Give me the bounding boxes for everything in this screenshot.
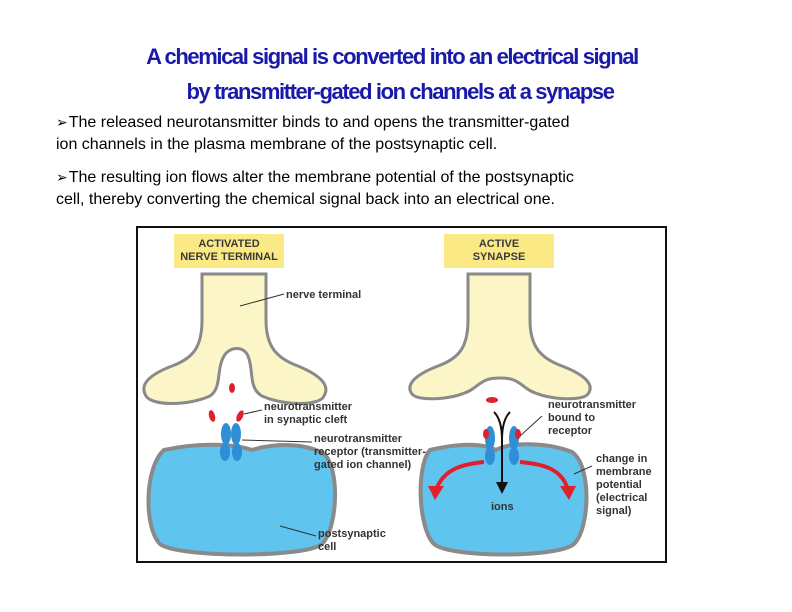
synapse-diagram: ACTIVATED NERVE TERMINAL nerve terminal … <box>142 234 652 557</box>
right-label-change-line-4: (electrical <box>596 492 647 504</box>
left-label-receptor-line-3: gated ion channel) <box>314 459 412 471</box>
left-nt-leader <box>243 409 263 415</box>
right-nerve-terminal <box>408 272 592 401</box>
right-label-change-line-5: signal) <box>596 505 632 517</box>
bound-neurotransmitter <box>515 429 521 439</box>
bullet-2-line-2: cell, thereby converting the chemical si… <box>56 191 555 208</box>
bullet-2: ➢The resulting ion flows alter the membr… <box>56 167 756 211</box>
left-cell-leader <box>279 525 317 537</box>
left-label-nerve-terminal: nerve terminal <box>286 289 361 301</box>
right-label-bound-line-3: receptor <box>548 425 593 437</box>
bullet-1: ➢The released neurotansmitter binds to a… <box>56 112 756 156</box>
neurotransmitter-molecule <box>486 397 498 403</box>
left-label-cell-line-1: postsynaptic <box>318 528 386 540</box>
right-change-leader <box>573 465 593 475</box>
left-label-nt-line-1: neurotransmitter <box>264 401 353 413</box>
neurotransmitter-molecule <box>236 410 244 422</box>
slide-title-line-2: by transmitter-gated ion channels at a s… <box>186 79 614 104</box>
bullet-2-line-1: The resulting ion flows alter the membra… <box>68 169 574 186</box>
left-nerve-terminal <box>142 272 328 405</box>
bullet-arrow-icon: ➢ <box>56 170 68 186</box>
neurotransmitter-molecule <box>208 410 216 422</box>
ion-arrow-head <box>496 482 508 494</box>
right-header-box <box>444 234 554 268</box>
receptor-subunit <box>485 447 495 465</box>
left-label-receptor-line-2: receptor (transmitter- <box>314 446 426 458</box>
right-panel: ACTIVE SYNAPSE ions neurotransmitter bou… <box>408 234 652 557</box>
bound-neurotransmitter <box>483 429 489 439</box>
right-label-change-line-2: membrane <box>596 466 652 478</box>
receptor-subunit <box>221 423 231 445</box>
left-header-line-1: ACTIVATED <box>198 238 259 250</box>
right-current-arrow <box>519 460 570 491</box>
right-bound-leader <box>519 415 543 437</box>
right-label-bound-line-2: bound to <box>548 412 595 424</box>
bullet-1-line-2: ion channels in the plasma membrane of t… <box>56 136 498 153</box>
left-label-cell-line-2: cell <box>318 541 336 553</box>
right-label-change-line-1: change in <box>596 453 648 465</box>
ion-flow-arrow <box>501 411 511 441</box>
right-label-bound-line-1: neurotransmitter <box>548 399 637 411</box>
right-label-ions: ions <box>491 501 514 513</box>
bullet-1-line-1: The released neurotansmitter binds to an… <box>68 114 570 131</box>
right-postsynaptic-cell <box>418 442 589 557</box>
left-neurotransmitters <box>208 383 244 422</box>
left-header-box <box>174 234 284 268</box>
right-header-line-1: ACTIVE <box>479 238 519 250</box>
left-receptor-leader <box>241 439 313 443</box>
left-nerve-terminal-leader <box>239 293 285 307</box>
receptor-subunit <box>231 423 241 445</box>
left-postsynaptic-cell <box>146 442 338 557</box>
right-header-line-2: SYNAPSE <box>473 251 526 263</box>
right-receptor <box>483 426 521 465</box>
left-current-arrow-head <box>428 486 444 500</box>
receptor-subunit <box>232 443 242 461</box>
left-label-nt-line-2: in synaptic cleft <box>264 414 347 426</box>
left-label-receptor-line-1: neurotransmitter <box>314 433 403 445</box>
synapse-figure: ACTIVATED NERVE TERMINAL nerve terminal … <box>136 226 667 563</box>
receptor-subunit <box>509 447 519 465</box>
slide-title-line-1: A chemical signal is converted into an e… <box>146 44 639 69</box>
left-header-line-2: NERVE TERMINAL <box>180 251 278 263</box>
bullet-arrow-icon: ➢ <box>56 115 68 131</box>
neurotransmitter-molecule <box>229 383 235 393</box>
right-current-arrow-head <box>560 486 576 500</box>
left-current-arrow <box>434 460 485 491</box>
left-panel: ACTIVATED NERVE TERMINAL nerve terminal … <box>142 234 426 557</box>
left-receptor <box>220 423 242 461</box>
right-label-change-line-3: potential <box>596 479 642 491</box>
receptor-subunit <box>220 443 230 461</box>
